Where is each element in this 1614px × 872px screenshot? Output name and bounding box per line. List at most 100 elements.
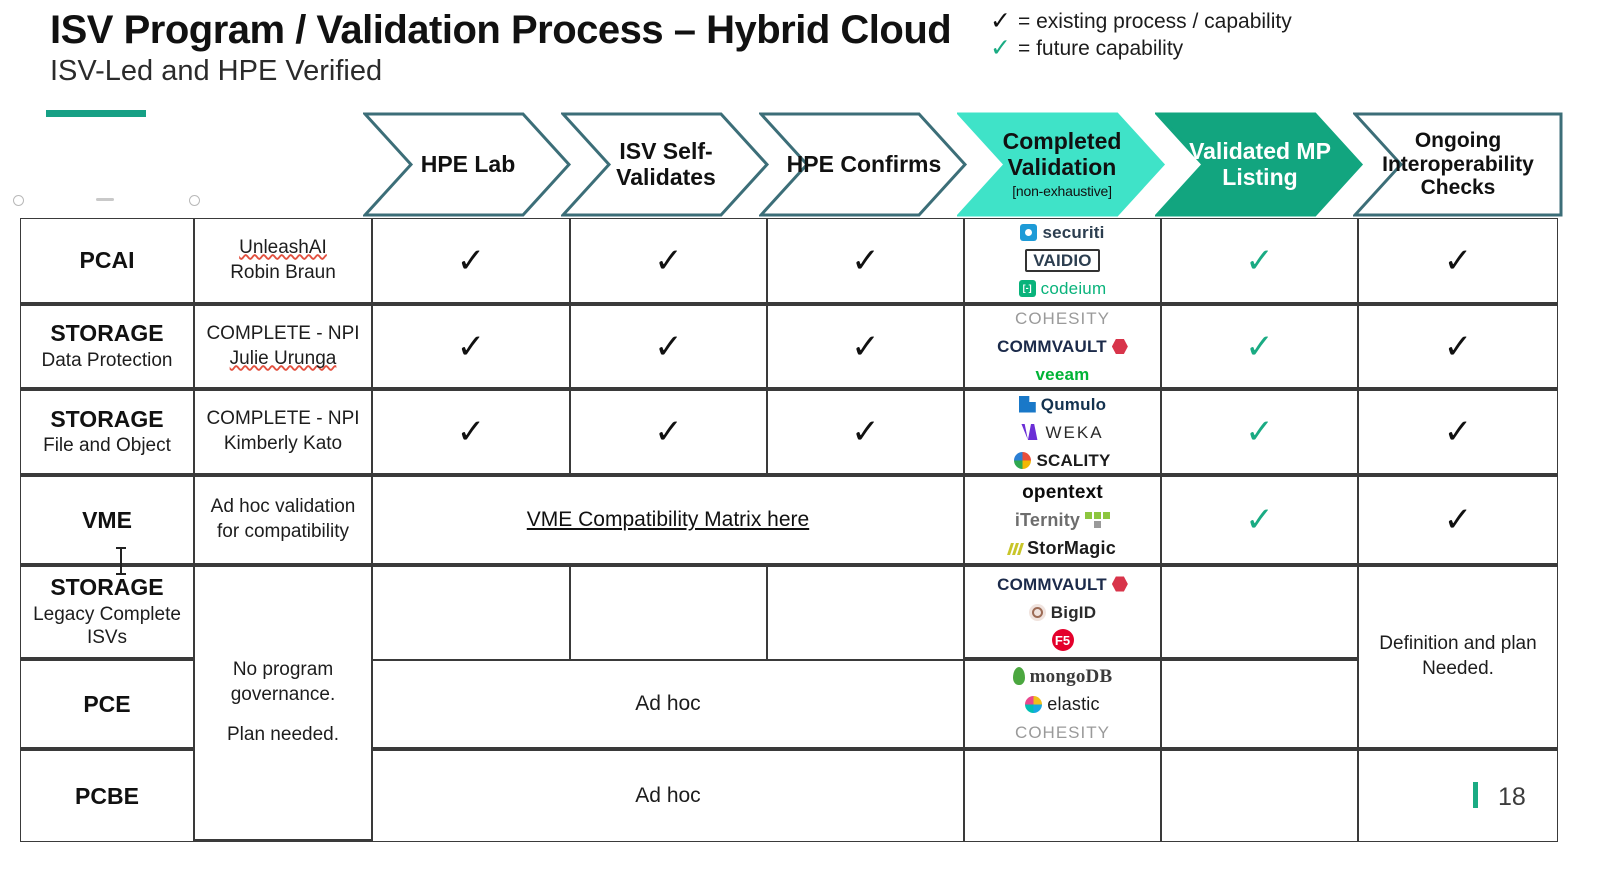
mongodb-icon (1012, 667, 1025, 685)
chevron-isv-self-validates[interactable]: ISV Self- Validates (561, 112, 771, 217)
table-cell-validated-mp-vme: ✓ (1161, 476, 1358, 566)
chevron-hpe-confirms[interactable]: HPE Confirms (759, 112, 969, 217)
logo-vaidio: VAIDIO (1025, 249, 1100, 272)
vme-compatibility-matrix-link[interactable]: VME Compatibility Matrix here (526, 508, 810, 531)
owner-status: COMPLETE - NPI (206, 322, 360, 344)
check-icon: ✓ (851, 326, 880, 367)
governance-note-line2: governance. (230, 683, 336, 705)
table-cell-validated-mp-storage-legacy (1161, 566, 1358, 660)
iternity-icon (1085, 512, 1111, 528)
logo-label: VAIDIO (1025, 249, 1100, 272)
logo-mongodb: mongoDB (1012, 665, 1113, 687)
logo-stormagic: StorMagic (1007, 538, 1116, 559)
weka-icon (1021, 424, 1041, 440)
table-cell-hpe-confirms-pcai: ✓ (767, 218, 964, 305)
check-icon: ✓ (1245, 240, 1274, 281)
check-icon: ✓ (1443, 412, 1473, 452)
owner-person: Kimberly Kato (223, 433, 343, 454)
check-icon: ✓ (456, 240, 486, 281)
table-cell-category-storage-data-protection: STORAGE Data Protection (20, 305, 194, 390)
securiti-icon (1020, 224, 1038, 241)
table-cell-ongoing-vme: ✓ (1358, 476, 1558, 566)
page-title: ISV Program / Validation Process – Hybri… (50, 8, 952, 52)
chevron-validated-mp-listing[interactable]: Validated MP Listing (1155, 112, 1365, 217)
logo-veeam: veeam (1036, 364, 1090, 385)
owner-name: UnleashAI (239, 236, 327, 258)
logo-label: codeium (1040, 279, 1107, 298)
table-cell-pce-adhoc: Ad hoc (372, 660, 964, 750)
table-cell-completed-validation-pce: mongoDB elastic COHESITY (964, 660, 1161, 750)
check-icon: ✓ (1443, 326, 1473, 367)
category-label: STORAGE (50, 574, 164, 601)
table-cell-owner-vme: Ad hoc validation for compatibility (194, 476, 372, 566)
legend-item-existing-label: = existing process / capability (1018, 9, 1292, 33)
table-cell-completed-validation-storage-legacy: COMMVAULT BigID F5 (964, 566, 1161, 660)
table-cell-validated-mp-storage-data-protection: ✓ (1161, 305, 1358, 390)
selection-handle[interactable] (13, 195, 24, 206)
logo-scality: SCALITY (1014, 450, 1110, 471)
category-sublabel: File and Object (43, 435, 171, 457)
logo-cohesity: COHESITY (1015, 308, 1110, 329)
category-sublabel-line1: Legacy Complete (33, 603, 181, 625)
commvault-icon (1111, 576, 1128, 592)
owner-status: COMPLETE - NPI (206, 408, 360, 430)
category-label: STORAGE (50, 320, 164, 347)
chevron-ongoing-interoperability-checks[interactable]: Ongoing Interoperability Checks (1353, 112, 1563, 217)
logo-qumulo: Qumulo (1018, 394, 1107, 415)
table-cell-governance-note: No program governance. Plan needed. (194, 566, 372, 842)
check-icon: ✓ (990, 34, 1011, 62)
check-icon: ✓ (1443, 240, 1473, 281)
table-cell-pcbe-adhoc: Ad hoc (372, 750, 964, 842)
logo-commvault: COMMVAULT (997, 336, 1128, 357)
logo-label: mongoDB (1029, 665, 1113, 687)
chevron-hpe-lab[interactable]: HPE Lab (363, 112, 573, 217)
legend: ✓ = existing process / capability ✓ = fu… (990, 8, 1292, 62)
owner-note-line1: Ad hoc validation (210, 496, 356, 518)
table-cell-isv-self-pcai: ✓ (570, 218, 767, 305)
table-cell-isv-self-storage-legacy (570, 566, 767, 660)
check-icon: ✓ (456, 326, 486, 367)
table-cell-completed-validation-vme: opentext iTernity StorMagic (964, 476, 1161, 566)
logo-label: COMMVAULT (997, 337, 1107, 356)
stormagic-icon (1007, 541, 1025, 555)
table-cell-category-pcai: PCAI (20, 218, 194, 305)
table-cell-completed-validation-storage-data-protection: COHESITY COMMVAULT veeam (964, 305, 1161, 390)
table-cell-owner-pcai: UnleashAI Robin Braun (194, 218, 372, 305)
table-cell-hpe-lab-storage-file-object: ✓ (372, 390, 570, 476)
table-cell-hpe-confirms-storage-file-object: ✓ (767, 390, 964, 476)
table-cell-validated-mp-storage-file-object: ✓ (1161, 390, 1358, 476)
owner-person: Julie Urunga (229, 347, 337, 369)
logo-opentext: opentext (1022, 482, 1103, 503)
table-cell-ongoing-pcbe (1358, 750, 1558, 842)
table-cell-vme-compatibility-matrix[interactable]: VME Compatibility Matrix here (372, 476, 964, 566)
process-chevron-header: Program Req'ments Owner HPE Lab ISV Self… (0, 112, 1614, 318)
logo-label: BigID (1050, 602, 1097, 622)
f5-icon: F5 (1051, 629, 1074, 651)
table-cell-definition-note: Definition and plan Needed. (1358, 566, 1558, 750)
check-icon: ✓ (654, 240, 683, 281)
logo-label: Qumulo (1040, 394, 1107, 414)
logo-securiti: securiti (1020, 222, 1104, 243)
logo-cohesity: COHESITY (1015, 722, 1110, 743)
logo-label: COMMVAULT (997, 574, 1107, 594)
selection-handle[interactable] (189, 195, 200, 206)
check-icon: ✓ (654, 326, 683, 367)
legend-item-future: ✓ = future capability (990, 35, 1292, 62)
governance-note-line1: No program (232, 658, 334, 680)
check-icon: ✓ (851, 412, 880, 452)
page-number-accent-bar (1473, 782, 1478, 808)
table-cell-category-storage-file-object: STORAGE File and Object (20, 390, 194, 476)
check-icon: ✓ (1443, 500, 1473, 540)
chevron-completed-validation[interactable]: Completed Validation [non-exhaustive] (957, 112, 1167, 217)
validation-matrix-table: PCAI UnleashAI Robin Braun ✓ ✓ ✓ securit… (20, 218, 1558, 842)
title-accent-bar (46, 110, 146, 117)
logo-label: SCALITY (1036, 450, 1111, 470)
commvault-icon (1111, 338, 1128, 355)
check-icon: ✓ (1245, 500, 1274, 540)
selection-handle[interactable] (96, 198, 114, 201)
text-cursor (116, 547, 126, 575)
check-icon: ✓ (990, 7, 1011, 35)
legend-item-existing: ✓ = existing process / capability (990, 8, 1292, 35)
scality-icon (1014, 451, 1032, 469)
table-cell-completed-validation-pcbe (964, 750, 1161, 842)
